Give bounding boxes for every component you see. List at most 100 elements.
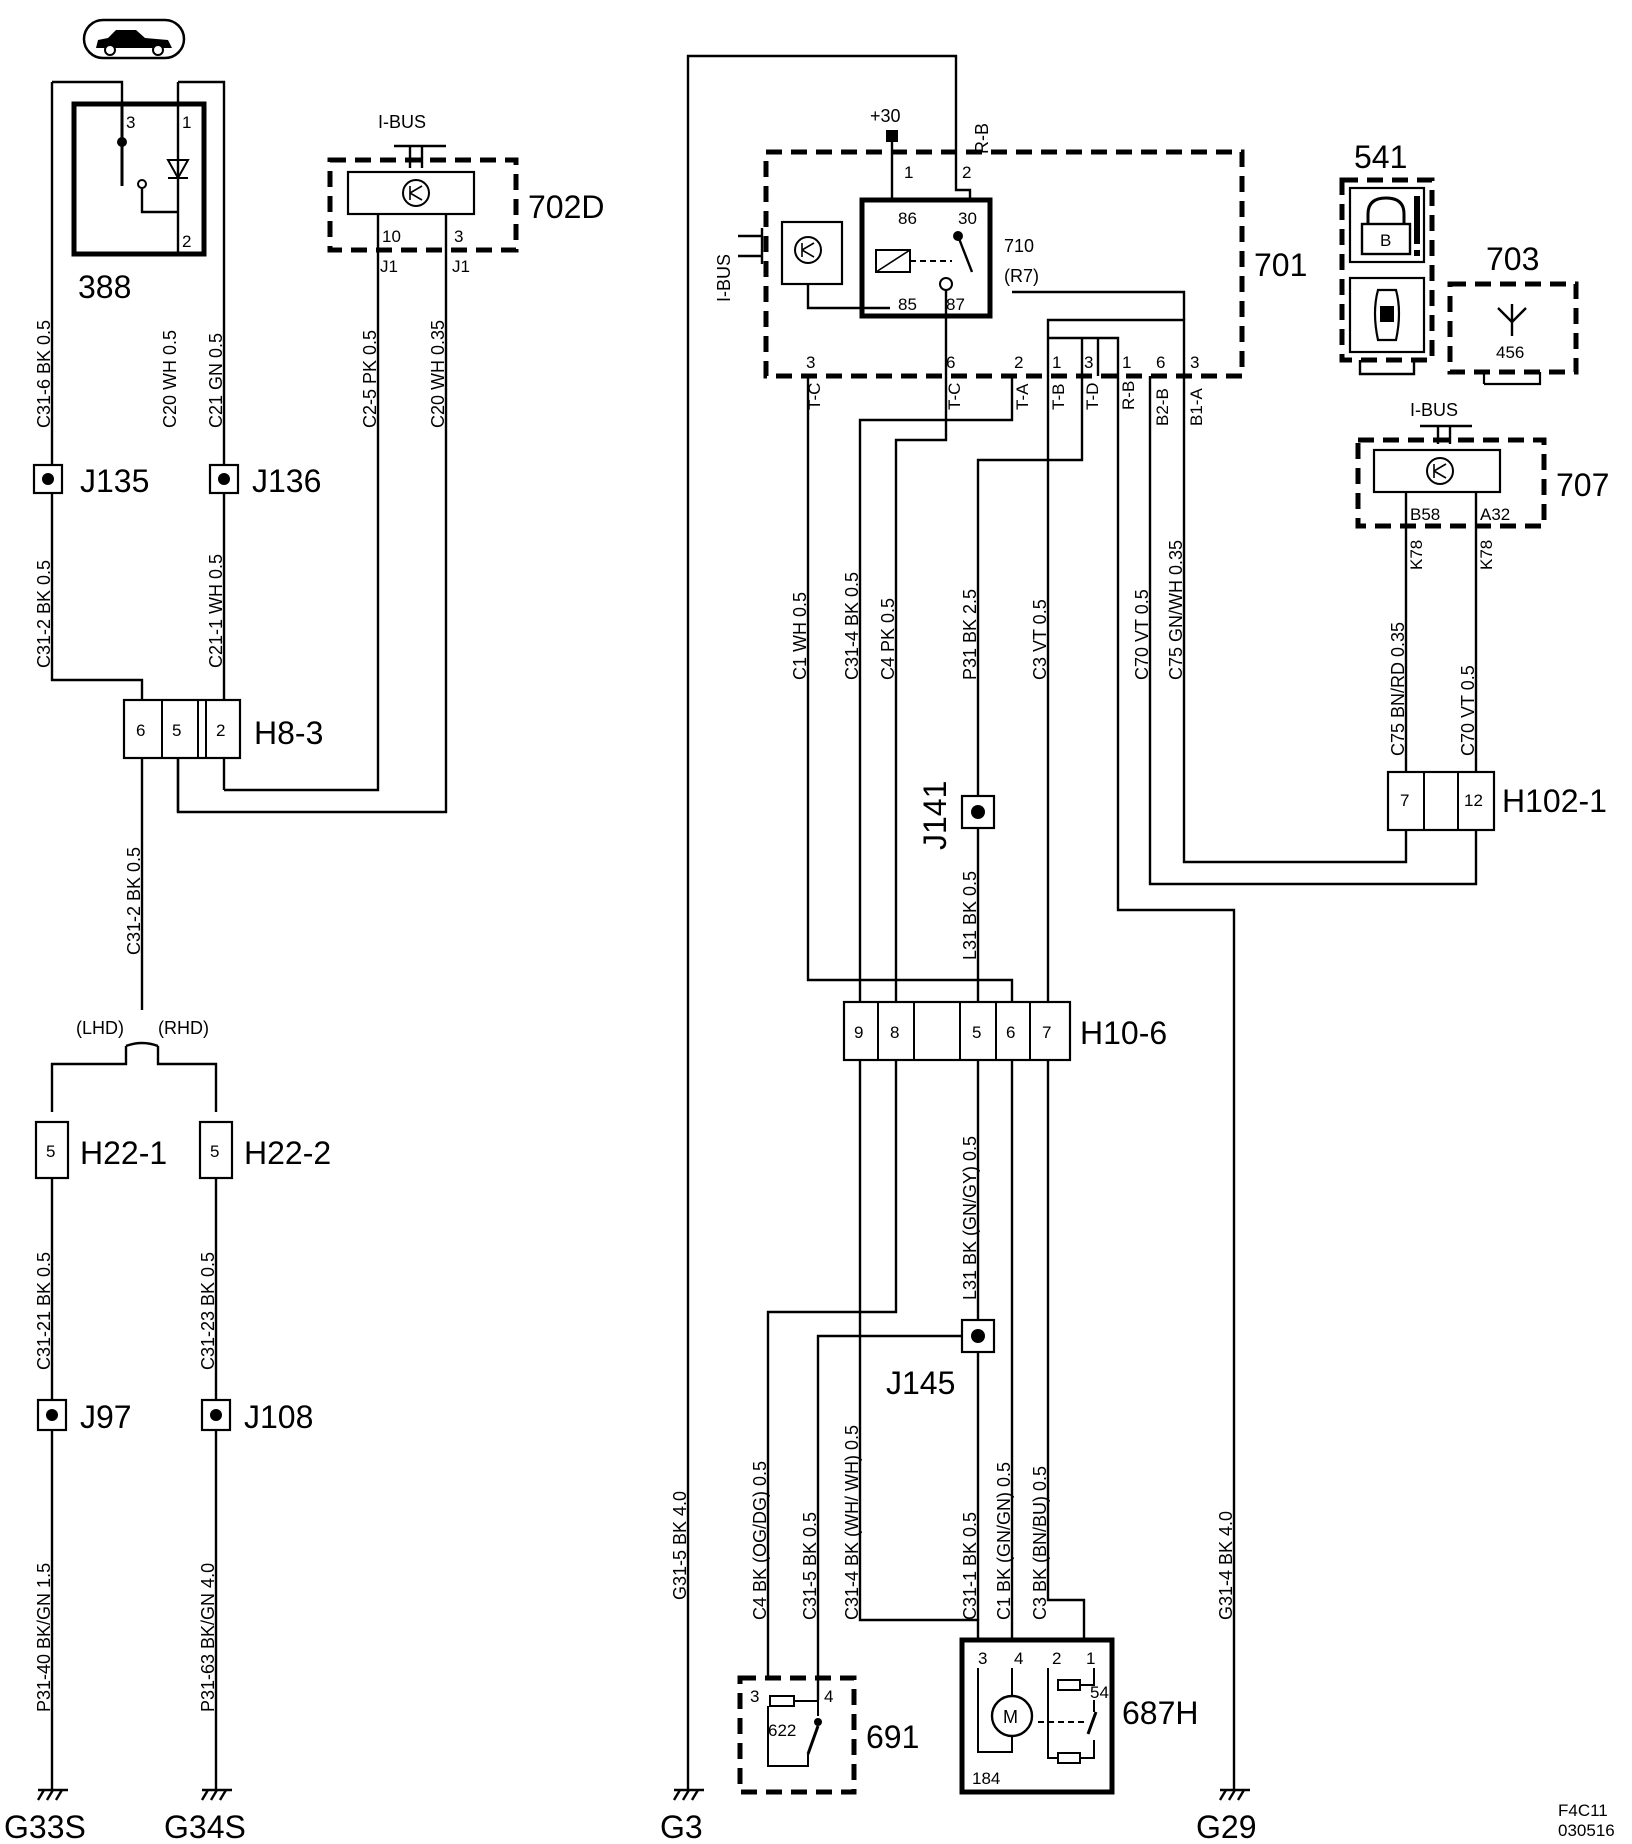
component-707: I-BUS B58 A32 707: [1355, 400, 1609, 529]
svg-text:B1-A: B1-A: [1187, 388, 1206, 426]
svg-text:8: 8: [890, 1023, 899, 1042]
svg-text:184: 184: [972, 1769, 1000, 1788]
svg-text:R-B: R-B: [1119, 381, 1138, 410]
svg-text:H8-3: H8-3: [254, 715, 323, 751]
svg-text:5: 5: [46, 1142, 55, 1161]
svg-text:L31 BK (GN/GY) 0.5: L31 BK (GN/GY) 0.5: [960, 1136, 980, 1300]
svg-text:R-B: R-B: [972, 123, 992, 154]
svg-text:C31-23 BK 0.5: C31-23 BK 0.5: [198, 1252, 218, 1370]
svg-text:3: 3: [978, 1649, 987, 1668]
svg-text:7: 7: [1042, 1023, 1051, 1042]
wire-c75-gnwh: [1182, 376, 1408, 864]
wire-c1-wh: [806, 376, 1014, 1002]
svg-text:C70 VT 0.5: C70 VT 0.5: [1458, 665, 1478, 756]
svg-text:30: 30: [958, 209, 977, 228]
wire-c31-4: [858, 376, 1014, 1002]
connector-j108: J108: [200, 1398, 313, 1435]
svg-text:P31-63 BK/GN 4.0: P31-63 BK/GN 4.0: [198, 1563, 218, 1712]
svg-text:5: 5: [972, 1023, 981, 1042]
ground-g33s: G33S: [4, 1788, 86, 1844]
connector-h102-1: 7 12 H102-1: [1386, 770, 1607, 832]
svg-text:701: 701: [1254, 247, 1307, 283]
svg-text:12: 12: [1464, 791, 1483, 810]
svg-text:I-BUS: I-BUS: [714, 254, 734, 302]
svg-text:C4 PK 0.5: C4 PK 0.5: [878, 598, 898, 680]
svg-text:G31-4 BK 4.0: G31-4 BK 4.0: [1216, 1511, 1236, 1620]
connector-j136: J136: [208, 463, 321, 499]
svg-text:I-BUS: I-BUS: [378, 112, 426, 132]
relay-710: 1 2 86 30 85 87 710 (R7): [859, 163, 1039, 319]
svg-text:T-C: T-C: [945, 383, 964, 410]
svg-text:J1: J1: [380, 257, 398, 276]
svg-text:702D: 702D: [528, 189, 605, 225]
svg-text:C3 VT 0.5: C3 VT 0.5: [1030, 599, 1050, 680]
svg-text:P31-40 BK/GN 1.5: P31-40 BK/GN 1.5: [34, 1563, 54, 1712]
svg-text:K78: K78: [1477, 540, 1496, 570]
svg-text:C20 WH 0.5: C20 WH 0.5: [160, 330, 180, 428]
svg-text:C21 GN 0.5: C21 GN 0.5: [206, 333, 226, 428]
svg-text:K78: K78: [1407, 540, 1426, 570]
svg-text:B: B: [1380, 231, 1391, 250]
component-388: 3 1 2 388: [71, 101, 207, 305]
wire-p31: [976, 338, 1084, 1002]
svg-text:C70 VT 0.5: C70 VT 0.5: [1132, 589, 1152, 680]
svg-text:3: 3: [454, 227, 463, 246]
svg-text:622: 622: [768, 1721, 796, 1740]
svg-text:C3 BK (BN/BU) 0.5: C3 BK (BN/BU) 0.5: [1030, 1466, 1050, 1620]
svg-text:85: 85: [898, 295, 917, 314]
svg-text:C1 WH 0.5: C1 WH 0.5: [790, 592, 810, 680]
svg-text:C21-1 WH 0.5: C21-1 WH 0.5: [206, 554, 226, 668]
svg-text:J135: J135: [80, 463, 149, 499]
svg-text:3: 3: [806, 353, 815, 372]
connector-j135: J135: [32, 463, 149, 499]
svg-text:B58: B58: [1410, 505, 1440, 524]
connector-h8-3: 6 5 2 H8-3: [122, 698, 323, 760]
svg-text:C31-5 BK 0.5: C31-5 BK 0.5: [800, 1512, 820, 1620]
component-691: 3 4 622 691: [737, 1675, 919, 1795]
svg-text:G3: G3: [660, 1809, 703, 1844]
ground-g34s: G34S: [164, 1788, 246, 1844]
svg-text:541: 541: [1354, 139, 1407, 175]
svg-text:G33S: G33S: [4, 1809, 86, 1844]
svg-text:2: 2: [962, 163, 971, 182]
connector-j145: J145: [886, 1318, 996, 1401]
svg-text:2: 2: [182, 232, 191, 251]
svg-text:86: 86: [898, 209, 917, 228]
svg-text:5: 5: [210, 1142, 219, 1161]
svg-text:B2-B: B2-B: [1153, 388, 1172, 426]
svg-text:T-A: T-A: [1013, 383, 1032, 410]
svg-text:G31-5 BK 4.0: G31-5 BK 4.0: [670, 1491, 690, 1600]
svg-text:I-BUS: I-BUS: [1410, 400, 1458, 420]
svg-text:(LHD): (LHD): [76, 1018, 124, 1038]
svg-text:J141: J141: [917, 781, 953, 850]
svg-text:C31-21 BK 0.5: C31-21 BK 0.5: [34, 1252, 54, 1370]
svg-text:10: 10: [382, 227, 401, 246]
svg-text:G34S: G34S: [164, 1809, 246, 1844]
svg-text:54: 54: [1090, 1683, 1109, 1702]
svg-text:H102-1: H102-1: [1502, 783, 1607, 819]
svg-text:456: 456: [1496, 343, 1524, 362]
svg-text:691: 691: [866, 1719, 919, 1755]
wire-388-hood-a: [50, 82, 144, 710]
svg-text:P31 BK 2.5: P31 BK 2.5: [960, 589, 980, 680]
svg-text:C20 WH 0.35: C20 WH 0.35: [428, 320, 448, 428]
component-541: 541 B: [1339, 139, 1435, 376]
svg-text:C31-4 BK (WH/ WH) 0.5: C31-4 BK (WH/ WH) 0.5: [842, 1425, 862, 1620]
svg-text:703: 703: [1486, 241, 1539, 277]
svg-text:710: 710: [1004, 236, 1034, 256]
component-703: 703 456: [1447, 241, 1579, 386]
svg-text:C31-4 BK 0.5: C31-4 BK 0.5: [842, 572, 862, 680]
svg-text:1: 1: [1086, 1649, 1095, 1668]
footer-code: F4C11: [1558, 1801, 1608, 1820]
svg-text:707: 707: [1556, 467, 1609, 503]
svg-text:C31-6 BK 0.5: C31-6 BK 0.5: [34, 320, 54, 428]
svg-text:G29: G29: [1196, 1809, 1256, 1844]
wire-702d-pin10: [224, 214, 380, 792]
ground-g3: G3: [660, 1788, 704, 1844]
component-702d: I-BUS 10 3 J1 J1 702D: [327, 112, 605, 276]
svg-text:1: 1: [182, 113, 191, 132]
svg-text:C75 GN/WH 0.35: C75 GN/WH 0.35: [1166, 540, 1186, 680]
svg-text:9: 9: [854, 1023, 863, 1042]
svg-text:388: 388: [78, 269, 131, 305]
